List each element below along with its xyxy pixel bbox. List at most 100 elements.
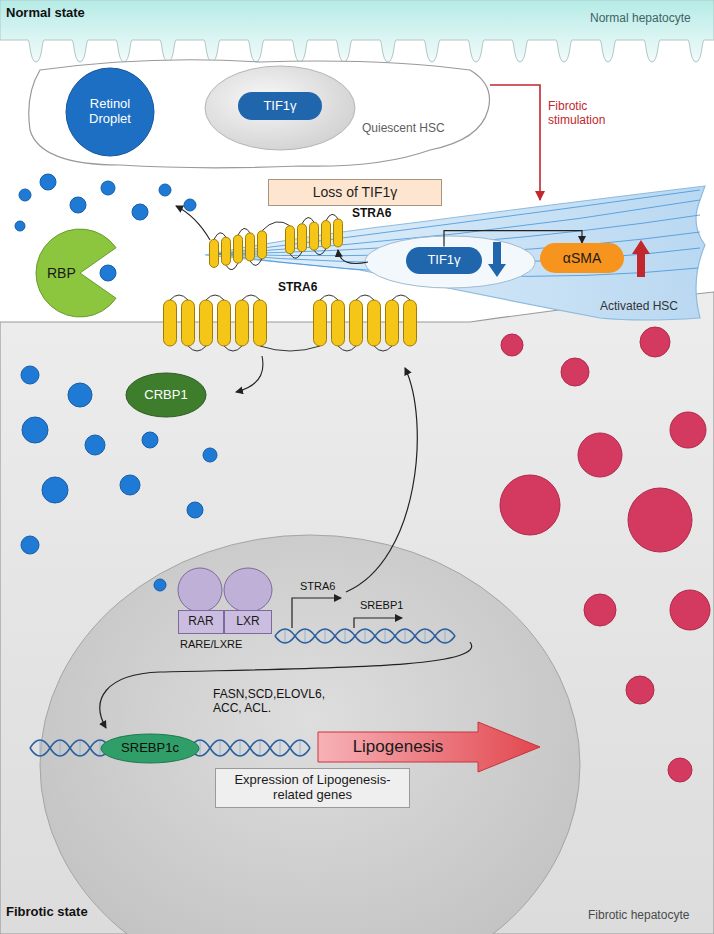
srebp1c-factor-text: SREBP1c [121,741,179,756]
state-heading: Fibrotic state [6,905,88,920]
loss-of-tif1g-box: Loss of TIF1γ [268,179,442,206]
helix [210,239,219,267]
up-arrow [632,240,650,277]
stra6-membrane-helices [164,295,417,351]
retinol-droplet-outline [66,68,154,156]
lipogenesis-arrow-text: Lipogenesis [353,737,444,757]
dna-rung [280,740,281,756]
retinol-droplet-text: Retinol Droplet [70,97,150,127]
lipid-droplet [584,594,616,626]
retinol-dot [154,579,166,591]
tif1g-protein-text: TIF1γ [263,99,296,114]
lipid-droplet [626,676,654,704]
srebp1c-factor-outline [101,734,199,763]
retinol-dot [15,221,25,231]
dna-rung [60,740,61,756]
helix-loop [320,295,338,300]
helix [368,300,381,346]
tif1g-protein: TIF1γ [406,247,482,274]
lxr-receptor-text: LXR [236,615,259,629]
connector-arrow [490,85,540,200]
receptor-blob [224,568,272,612]
lipid-droplet [561,358,589,386]
dna-rung [285,629,286,643]
srebp1c-factor: SREBP1c [100,733,200,764]
protein-label: STRA6 [278,281,317,295]
retinol-dot [101,181,115,195]
gene-label-wrap: SREBP1 [360,599,403,612]
helix-loop [260,346,320,351]
curved-arrow [338,250,368,264]
curved-arrow [346,368,417,592]
helix-loop [392,295,410,300]
retinol-dot [42,477,68,503]
helix-loop [170,295,188,300]
retinol-dot [187,502,203,518]
stra6-hsc-helices [210,214,343,269]
curved-arrow [176,206,210,240]
curved-arrow [100,642,472,728]
retinol-dot [19,189,31,201]
helix [164,300,177,346]
dna-rung [385,629,386,643]
retinol-dots [15,174,217,591]
lipid-droplets [500,327,710,782]
retinol-dot [21,366,39,384]
dna-rung [200,740,201,756]
element-label-wrap: RARE/LXRE [180,638,242,651]
helix [334,219,343,247]
dna-rung [325,629,326,643]
retinol-dot [21,536,39,554]
helix [254,300,267,346]
protein-label-wrap: STRA6 [278,281,317,295]
helix [258,231,267,259]
lipid-droplet [500,475,560,535]
helix [234,235,243,263]
lipid-droplet [640,327,670,357]
gene-label: STRA6 [300,580,335,593]
asma-protein-text: αSMA [563,250,601,266]
retinol-dot [68,383,92,407]
dna-rung [80,740,81,756]
crbp1-protein-outline [126,373,206,417]
lipid-droplet [670,590,710,630]
fibrotic-hepatocyte-text: Fibrotic hepatocyte [588,909,689,923]
activated-hsc-text: Activated HSC [600,300,678,314]
helix [310,222,319,250]
dna-rung [305,629,306,643]
normal-hepatocyte: Normal hepatocyte [0,0,714,56]
gene-list-wrap: FASN,SCD,ELOVL6, ACC, ACL. [213,688,353,716]
dna-rung [40,740,41,756]
rbp-protein-outline [36,229,116,317]
down-arrow [488,242,506,277]
retinol-dot [70,197,86,213]
lipid-droplet [670,412,706,448]
quiescent-nucleus [205,66,355,150]
helix [386,300,399,346]
retinol-dot [22,417,48,443]
helix [182,300,195,346]
dna-rung [345,629,346,643]
helix-loop [242,295,260,300]
state-heading: Normal state [6,6,85,21]
gene-arrow [354,618,402,628]
curved-arrow [236,356,263,392]
dna-rung [425,629,426,643]
rar-receptor-text: RAR [188,615,213,629]
retinol-dot [184,199,196,211]
helix-loop [224,346,242,351]
helix [246,233,255,261]
helix [314,300,327,346]
receptor-blob [178,568,222,612]
dna-strand [275,629,455,643]
helix-loop [356,295,374,300]
edge-label-wrap: Fibrotic stimulation [548,100,624,128]
protein-label-wrap: STRA6 [352,207,391,221]
dna-rung [260,740,261,756]
asma-protein: αSMA [540,243,624,273]
dna-strand [275,629,455,643]
retinol-dot [132,204,148,220]
helix [298,224,307,252]
rbp-protein-text: RBP [47,265,76,281]
